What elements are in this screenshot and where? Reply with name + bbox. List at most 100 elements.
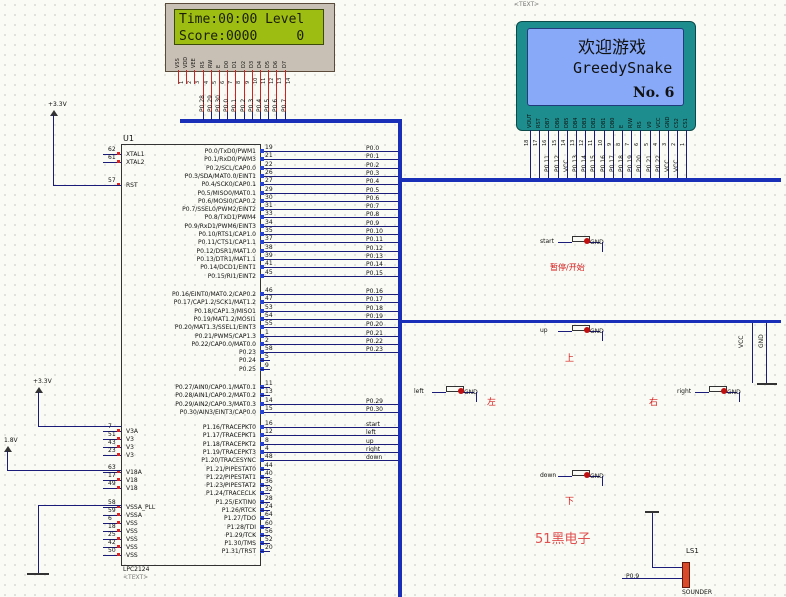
mcu-right-pin-marker [260,458,264,462]
mcu-right-pin-number: 5 [265,353,269,360]
mcu-net-label: P0.6 [366,195,380,202]
mcu-right-pin-name: P0.27/AIN0/CAP0.1/MAT0.1 [175,384,256,391]
mcu-right-pin-number: 9 [265,362,269,369]
mcu-right-pin-stub [260,535,270,536]
mcu-right-pin-stub [260,543,270,544]
mcu-left-pin-marker [117,545,120,548]
mcu-right-pin-name: P0.0/TxD0/PWM1 [204,148,256,155]
bus-horizontal-top [180,119,402,123]
lcd1-pin-wire [186,70,187,84]
mcu-right-pin-number: 44 [265,462,273,469]
mcu-net-label: P0.2 [366,162,380,169]
button-red-dot [721,388,727,394]
wire-gnd-left [38,505,39,573]
lcd1-net-label: P0.5 [264,98,271,112]
mcu-left-pin-marker [117,160,120,163]
lcd1-net-wire [235,112,236,120]
power-3v3-top: +3.3V [48,101,67,108]
mcu-right-pin-marker [260,433,264,437]
lcd2-pin-name: RS [637,121,643,128]
lcd1-pin-name: VEE [191,58,197,68]
mcu-right-pin-number: 30 [265,194,273,201]
lcd2-pin-wire [659,130,660,178]
mcu-net-label: P0.13 [366,253,383,260]
lcd1-text-label: <TEXT> [514,1,540,8]
mcu-left-pin-marker [117,152,120,155]
lcd2-pin-number: 9 [607,142,613,146]
mcu-right-pin-name: P1.31/TRST [221,548,256,555]
mcu-left-pin-name: XTAL2 [126,159,145,166]
mcu-right-pin-wire [264,327,398,328]
mcu-net-label: P0.16 [366,288,383,295]
mcu-right-pin-wire [264,259,398,260]
mcu-right-pin-stub [260,518,270,519]
button-gnd-wire [602,331,603,341]
mcu-right-pin-marker [260,292,264,296]
mcu-right-pin-wire [264,435,398,436]
power-3v3-mid: +3.3V [33,378,52,385]
wire-3v3-top [53,115,54,186]
lcd1-net-wire [244,112,245,120]
lcd2-pin-wire [576,130,577,178]
mcu-left-pin-number: 25 [108,531,116,538]
lcd1-pin-name: D5 [265,60,271,68]
mcu-right-pin-marker [260,240,264,244]
lcd1-pin-name: D1 [232,60,238,68]
lcd1-pin-wire [260,70,261,112]
mcu-right-pin-marker [260,309,264,313]
mcu-right-pin-wire [264,294,398,295]
mcu-right-pin-marker [260,442,264,446]
lcd2-pin-name: R/W [628,117,634,128]
mcu-net-label: P0.30 [366,406,383,413]
mcu-left-pin-marker [117,521,120,524]
lcd1-pin-number: 14 [286,77,292,84]
lcd2-pin-wire [548,130,549,178]
mcu-right-pin-number: 26 [265,169,273,176]
lcd2-pin-number: 11 [588,139,594,146]
mcu-left-pin-name: V18 [126,477,138,484]
mcu-net-label: P0.20 [366,321,383,328]
lcd2-pin-wire [567,130,568,178]
mcu-right-pin-wire [264,168,398,169]
mcu-right-pin-name: P1.16/TRACEPKT0 [202,424,256,431]
mcu-left-pin-marker [117,478,120,481]
mcu-left-pin-wire [103,555,121,556]
lcd2-pin-number: 13 [570,139,576,146]
sounder-gnd-symbol [645,511,659,513]
mcu-ref: U1 [123,134,134,143]
lcd1-net-label: P0.0 [223,98,230,112]
lcd2-pin-number: 7 [625,142,631,146]
lcd2-net-label: P0.14 [581,155,588,172]
sounder-body [682,562,690,588]
mcu-right-pin-name: P0.5/MISO0/MAT0.1 [197,190,256,197]
lcd1-net-label: P0.4 [256,98,263,112]
mcu-left-pin-number: 57 [108,177,116,184]
mcu-right-pin-stub [260,395,270,396]
lcd1-pin-name: D7 [282,60,288,68]
mcu-left-pin-marker [117,553,120,556]
mcu-right-pin-number: 32 [265,486,273,493]
lcd1-pin-wire [203,70,204,112]
mcu-right-pin-name: P1.24/TRACECLK [205,490,256,497]
mcu-left-pin-number: 17 [108,472,116,479]
mcu-right-pin-wire [264,201,398,202]
lcd1-pin-name: RW [208,59,214,68]
mcu-net-label: P0.10 [366,228,383,235]
mcu-right-pin-number: 53 [265,304,273,311]
mcu-net-label: P0.1 [366,153,380,160]
mcu-right-pin-name: P0.4/SCK0/CAP0.1 [201,181,256,188]
watermark-text: 51黑电子 [535,532,591,547]
mcu-right-pin-marker [260,300,264,304]
lcd1-pin-wire [194,70,195,84]
mcu-right-pin-number: 11 [265,380,273,387]
mcu-left-pin-number: 42 [108,539,116,546]
lcd2-pin-name: VOUT [527,114,533,128]
lcd2-pin-number: 1 [680,142,686,146]
mcu-right-pin-wire [264,302,398,303]
mcu-right-pin-number: 40 [265,470,273,477]
mcu-left-pin-number: 59 [108,507,116,514]
button-label: 暂停/开始 [550,263,585,272]
lcd2-pin-wire [558,130,559,178]
lcd1-pin-wire [178,70,179,84]
mcu-net-label: P0.3 [366,170,380,177]
